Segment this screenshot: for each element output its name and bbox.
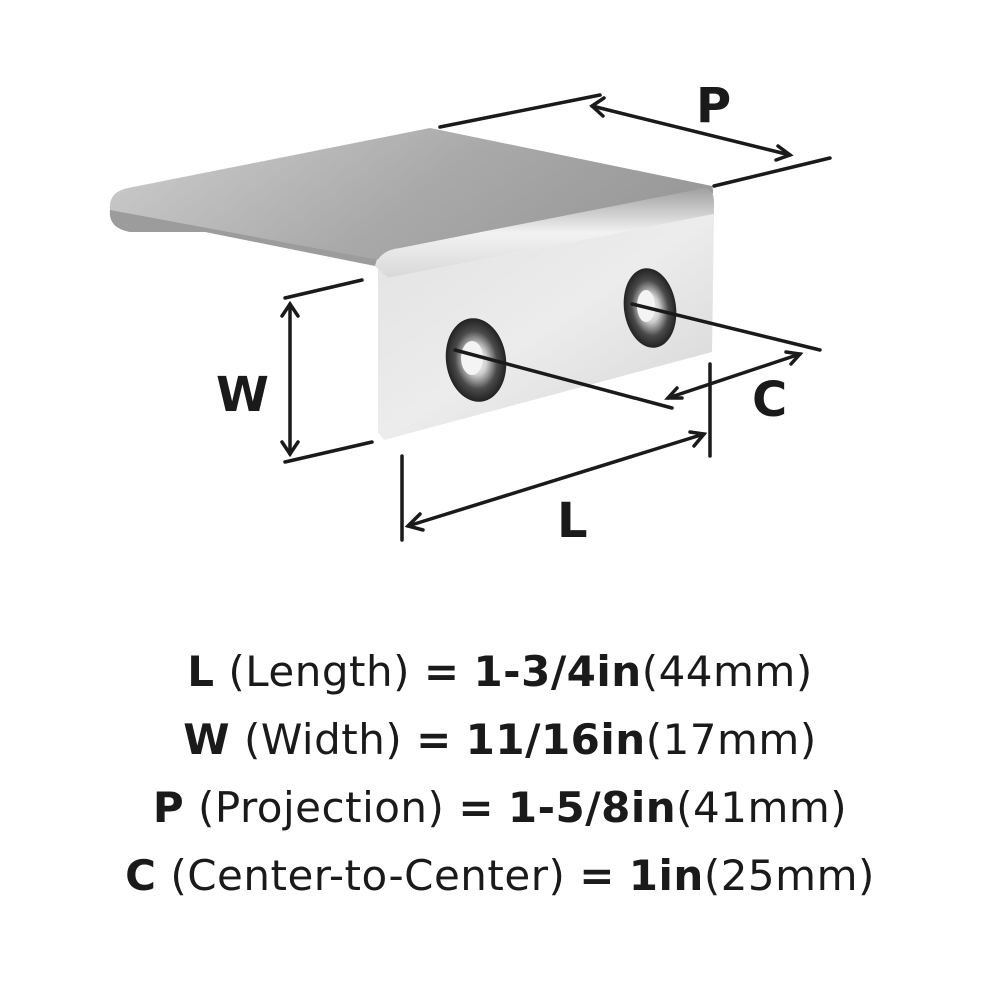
specifications: L (Length) = 1-3/4in(44mm) W (Width) = 1… [0, 638, 1000, 910]
spec-name: (Projection) [197, 783, 445, 832]
spec-metric: (41mm) [676, 783, 848, 832]
dimension-w: W [216, 278, 374, 464]
spec-projection: P (Projection) = 1-5/8in(41mm) [0, 774, 1000, 842]
spec-metric: (44mm) [641, 647, 813, 696]
bend-edge [375, 188, 714, 278]
spec-letter: W [183, 715, 231, 764]
spec-center-to-center: C (Center-to-Center) = 1in(25mm) [0, 842, 1000, 910]
spec-name: (Center-to-Center) [170, 851, 566, 900]
spec-letter: P [152, 783, 185, 832]
spec-name: (Length) [228, 647, 411, 696]
hole-highlight [461, 341, 483, 375]
spec-name: (Width) [243, 715, 403, 764]
edge-pull-part [109, 128, 714, 440]
spec-equals: = [579, 851, 615, 900]
dimension-label-c: C [752, 372, 787, 428]
spec-letter: C [125, 851, 157, 900]
dimension-c: C [453, 302, 822, 428]
spec-equals: = [458, 783, 495, 832]
dimension-label-w: W [216, 367, 269, 423]
spec-imperial: 1-3/4in [473, 647, 642, 696]
spec-imperial: 11/16in [465, 715, 646, 764]
top-plate [109, 128, 714, 262]
spec-equals: = [416, 715, 452, 764]
pull-diagram: P W C L [109, 78, 832, 549]
spec-letter: L [187, 647, 215, 696]
dimension-label-p: P [696, 78, 731, 134]
dimension-label-l: L [557, 493, 588, 549]
spec-metric: (25mm) [703, 851, 875, 900]
dimension-p: P [438, 78, 832, 188]
dimension-l: L [400, 362, 712, 549]
spec-equals: = [423, 647, 460, 696]
spec-imperial: 1in [628, 851, 704, 900]
spec-metric: (17mm) [645, 715, 817, 764]
spec-imperial: 1-5/8in [507, 783, 677, 832]
spec-length: L (Length) = 1-3/4in(44mm) [0, 638, 1000, 706]
left-curl-edge [109, 210, 380, 266]
spec-width: W (Width) = 11/16in(17mm) [0, 706, 1000, 774]
